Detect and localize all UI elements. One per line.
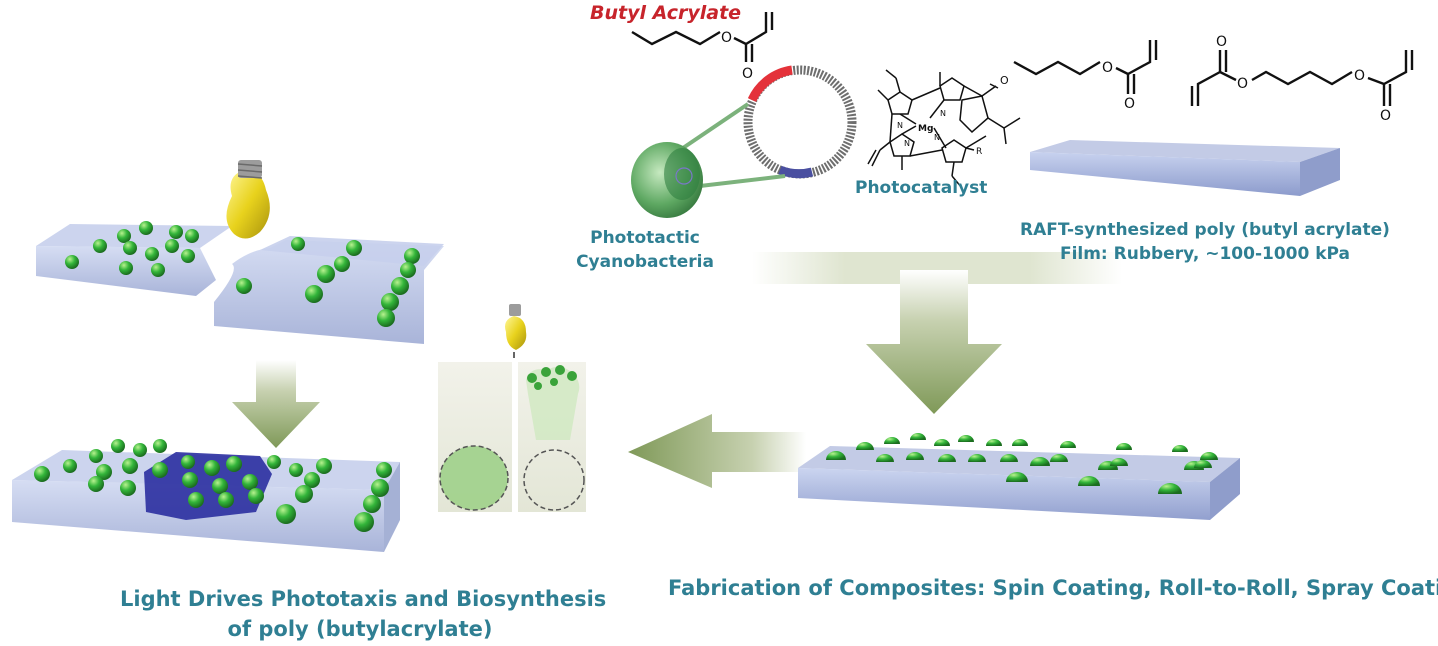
oxygen-atom: O bbox=[1102, 60, 1113, 76]
top-left-beads bbox=[65, 221, 420, 327]
light-bulb-icon bbox=[226, 160, 270, 239]
photocatalyst-structure bbox=[867, 69, 1021, 189]
plasmid-ring bbox=[743, 65, 857, 179]
down-arrow-left bbox=[232, 360, 320, 448]
composite-film bbox=[798, 446, 1240, 520]
culture-tube-light bbox=[518, 362, 586, 512]
butyl-acrylate-structure-2 bbox=[1013, 40, 1158, 94]
diacrylate-structure bbox=[1190, 50, 1414, 106]
nitrogen-atom: N bbox=[904, 139, 910, 148]
culture-tube-dark bbox=[438, 362, 512, 512]
left-arrow bbox=[628, 414, 806, 488]
oxygen-atom: O bbox=[1380, 108, 1391, 124]
down-arrow-right bbox=[866, 270, 1002, 414]
raft-film-label: RAFT-synthesized poly (butyl acrylate) F… bbox=[1010, 218, 1400, 266]
metal-atom: Mg bbox=[918, 124, 933, 134]
photocatalyst-label: Photocatalyst bbox=[855, 178, 988, 198]
oxygen-atom: O bbox=[742, 66, 753, 82]
raft-film-slab bbox=[1030, 140, 1340, 196]
oxygen-atom: O bbox=[1237, 76, 1248, 92]
oxygen-atom: O bbox=[1000, 74, 1009, 87]
composite-beads bbox=[826, 433, 1218, 494]
oxygen-atom: O bbox=[721, 30, 732, 46]
oxygen-atom: O bbox=[1216, 34, 1227, 50]
fabrication-label: Fabrication of Composites: Spin Coating,… bbox=[668, 576, 1438, 600]
nitrogen-atom: N bbox=[940, 109, 946, 118]
nitrogen-atom: N bbox=[934, 133, 940, 142]
small-light-bulb-icon bbox=[505, 304, 527, 358]
phototaxis-label-line2: of poly (butylacrylate) bbox=[227, 617, 493, 641]
cyanobacteria-cell bbox=[631, 102, 786, 218]
cyano-label-line2: Cyanobacteria bbox=[576, 252, 714, 272]
nitrogen-atom: N bbox=[897, 121, 903, 130]
raft-label-line1: RAFT-synthesized poly (butyl acrylate) bbox=[1020, 220, 1390, 240]
monomer-label: Butyl Acrylate bbox=[590, 2, 742, 24]
oxygen-atom: O bbox=[1124, 96, 1135, 112]
bottom-left-beads bbox=[34, 439, 392, 532]
butyl-acrylate-structure bbox=[631, 12, 774, 62]
raft-label-line2: Film: Rubbery, ~100-1000 kPa bbox=[1059, 244, 1351, 264]
oxygen-atom: O bbox=[1354, 68, 1365, 84]
cyanobacteria-label: Phototactic Cyanobacteria bbox=[560, 226, 730, 274]
phototaxis-label-line1: Light Drives Phototaxis and Biosynthesis bbox=[120, 587, 607, 611]
cyano-label-line1: Phototactic bbox=[590, 228, 700, 248]
phototaxis-label: Light Drives Phototaxis and Biosynthesis… bbox=[120, 584, 607, 644]
r-group: R bbox=[976, 147, 982, 157]
